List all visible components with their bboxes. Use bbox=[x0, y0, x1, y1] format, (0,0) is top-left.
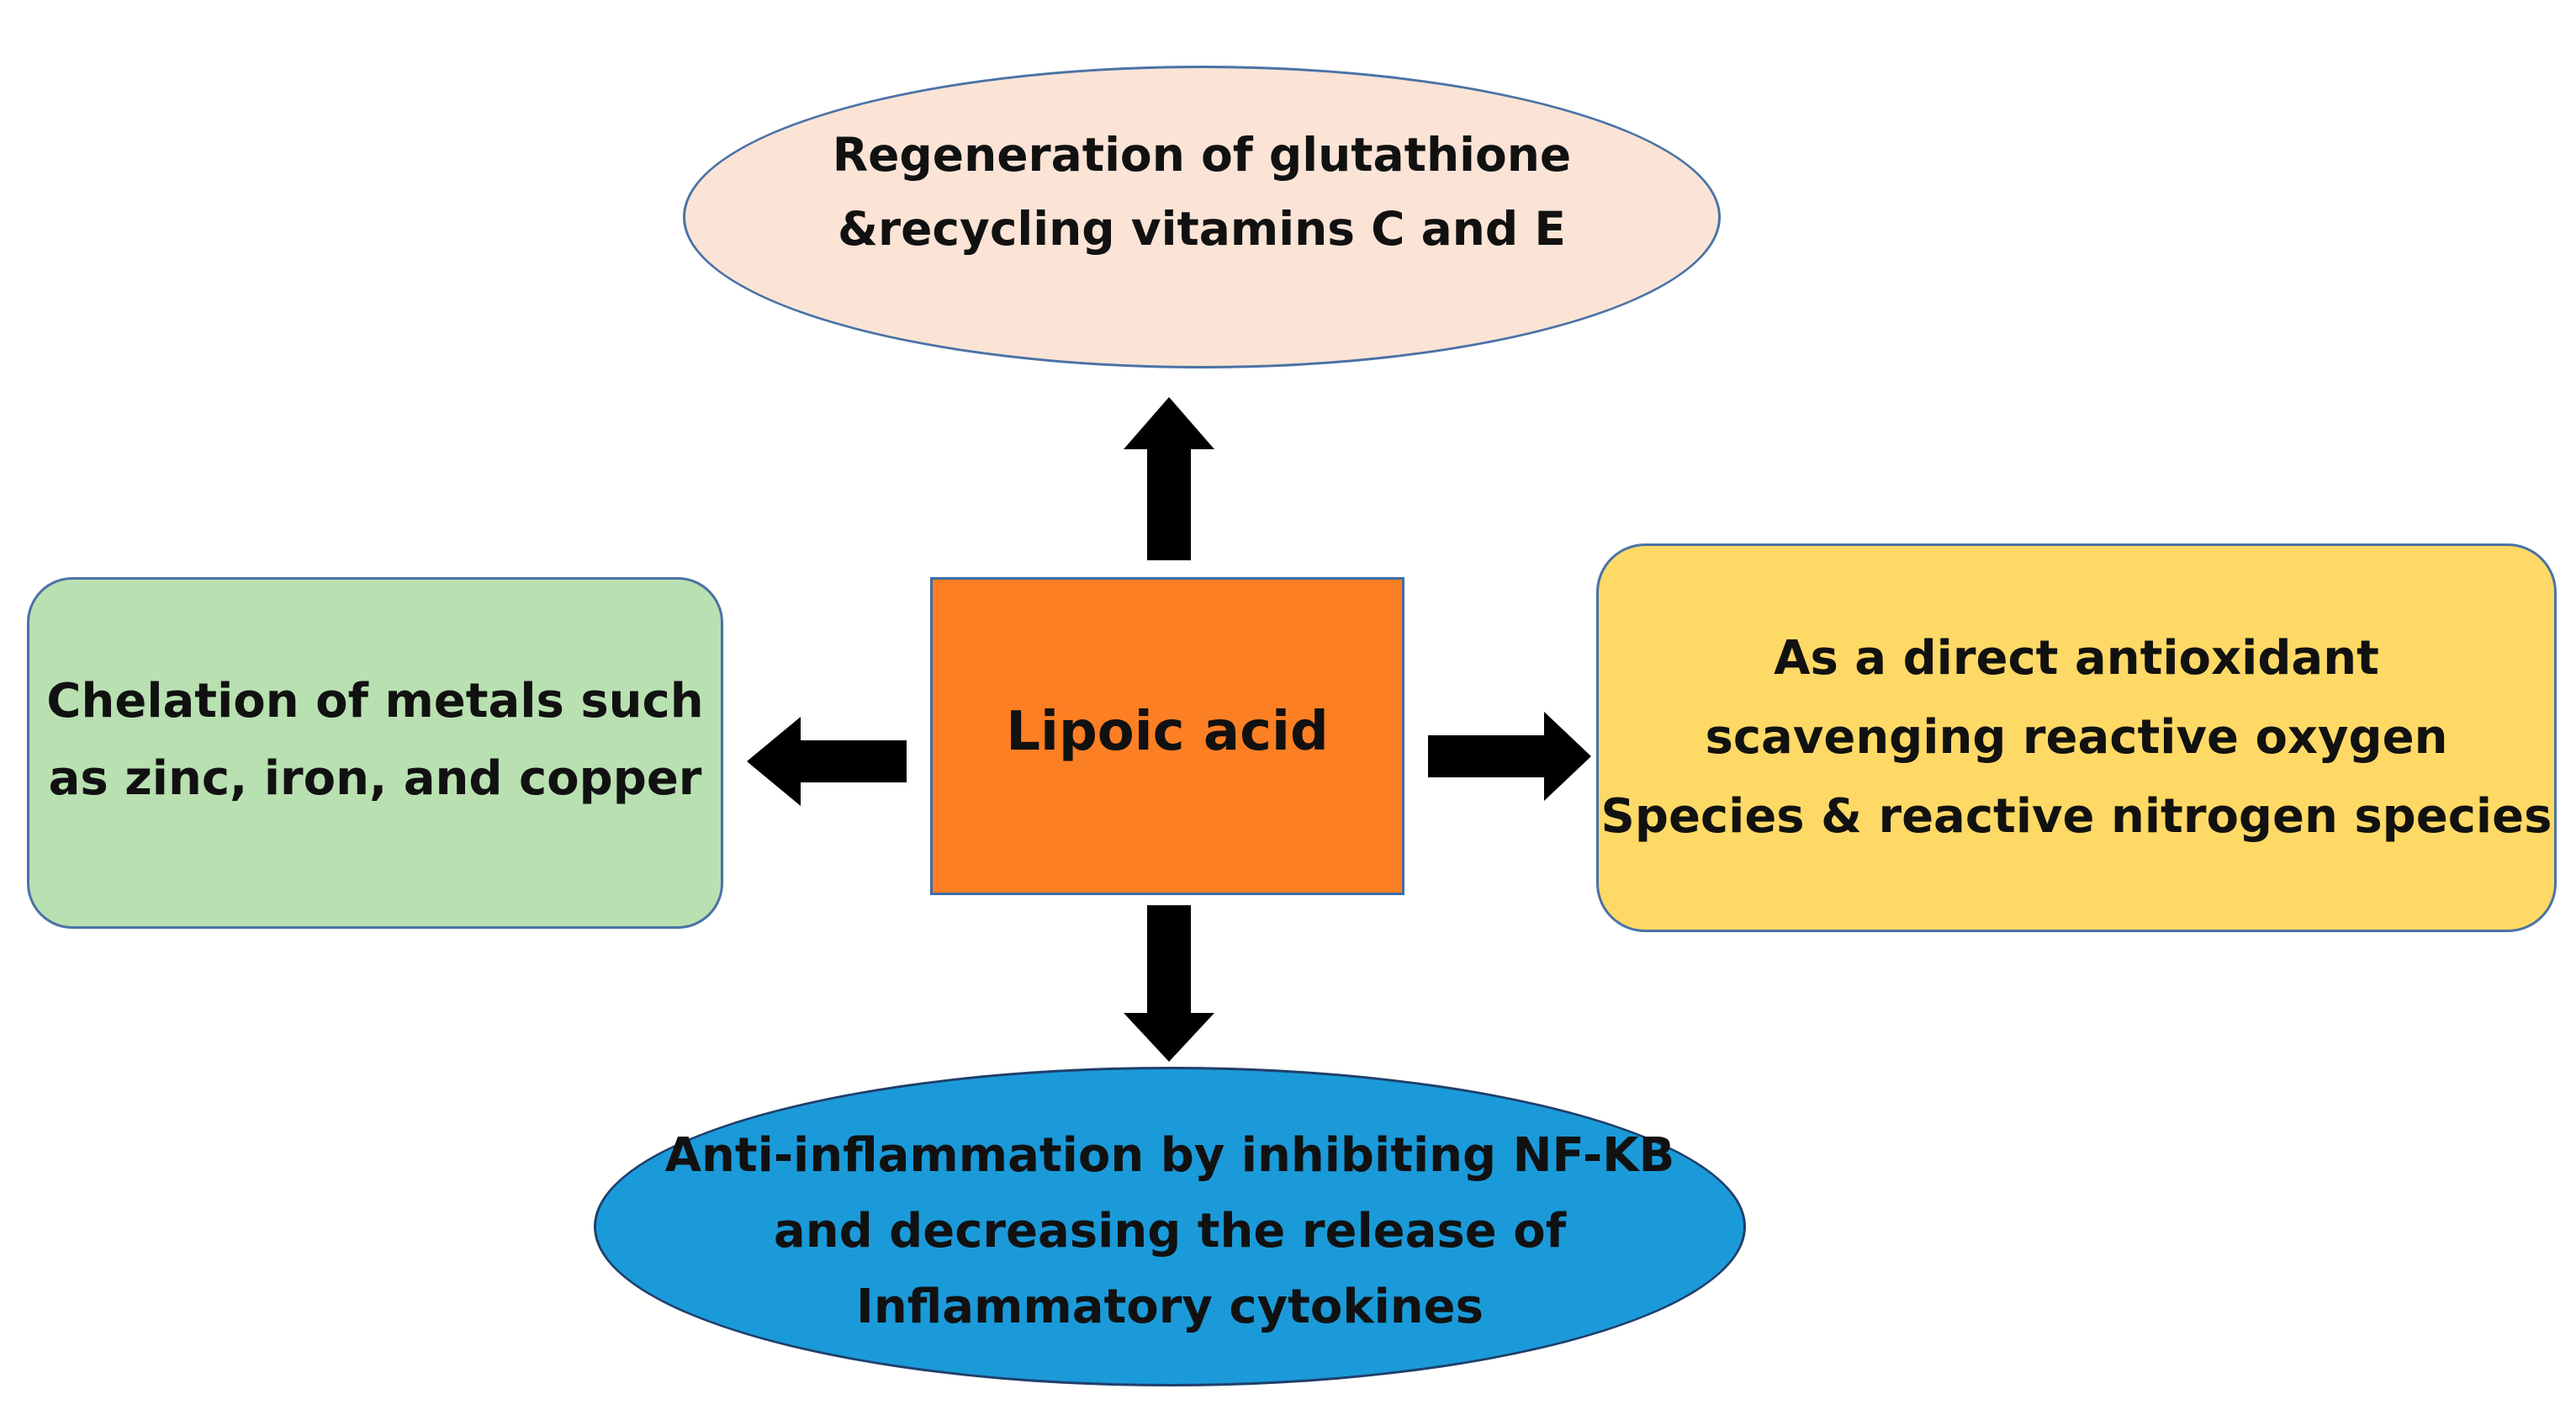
arrow-to-top bbox=[1124, 397, 1214, 560]
right-node-line-1: As a direct antioxidant bbox=[1774, 631, 2379, 686]
arrow-to-right bbox=[1428, 712, 1591, 801]
top-node-line-1: Regeneration of glutathione bbox=[832, 128, 1572, 182]
right-node-line-3: Species & reactive nitrogen species bbox=[1600, 789, 2552, 844]
metal-chelation-node: Chelation of metals such as zinc, iron, … bbox=[27, 577, 723, 929]
bottom-node-line-2: and decreasing the release of bbox=[773, 1204, 1567, 1259]
lipoic-acid-node: Lipoic acid bbox=[930, 577, 1404, 895]
left-node-line-1: Chelation of metals such bbox=[46, 674, 704, 729]
bottom-node-line-3: Inflammatory cytokines bbox=[856, 1280, 1484, 1334]
bottom-node-line-1: Anti-inflammation by inhibiting NF-KB bbox=[664, 1128, 1675, 1183]
right-node-line-2: scavenging reactive oxygen bbox=[1705, 710, 2448, 765]
anti-inflammation-node: Anti-inflammation by inhibiting NF-KB an… bbox=[594, 1067, 1746, 1386]
top-node-line-2: &recycling vitamins C and E bbox=[837, 202, 1566, 256]
arrow-to-left bbox=[747, 717, 907, 806]
arrow-to-bottom bbox=[1124, 905, 1214, 1062]
glutathione-regeneration-node: Regeneration of glutathione &recycling v… bbox=[683, 66, 1721, 368]
left-node-line-2: as zinc, iron, and copper bbox=[48, 751, 702, 806]
direct-antioxidant-node: As a direct antioxidant scavenging react… bbox=[1596, 543, 2557, 932]
center-node-label: Lipoic acid bbox=[1006, 701, 1329, 763]
